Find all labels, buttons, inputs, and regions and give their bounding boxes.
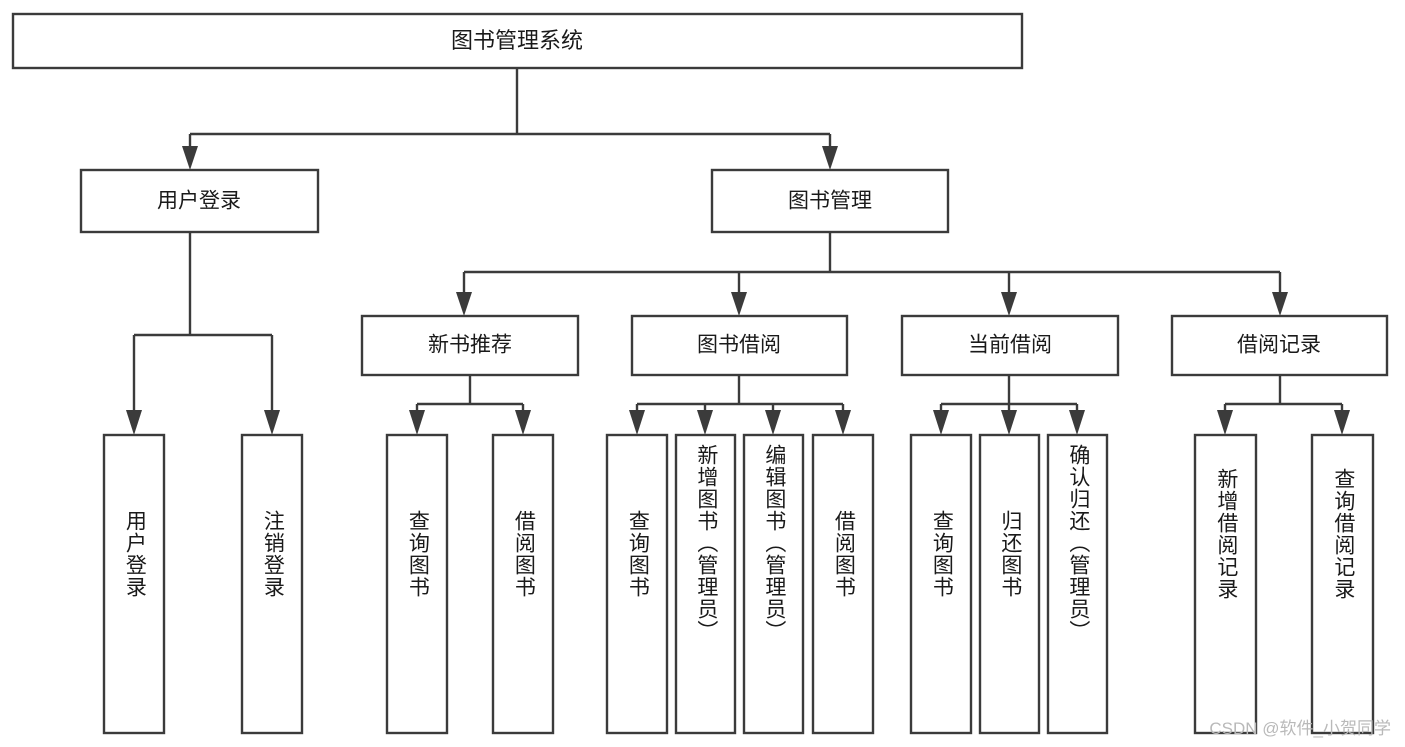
node-leaf-logout-box[interactable] [240, 433, 304, 735]
node-book-manage[interactable]: 图书管理 [710, 168, 950, 234]
node-current-borrow[interactable]: 当前借阅 [900, 314, 1120, 377]
arrow-head-book-borrow-leaf-4 [835, 410, 851, 435]
connector-group-root [182, 68, 838, 170]
node-leaf-bb-edit-box[interactable] [742, 433, 805, 735]
arrow-head-user-login-leaf-2 [264, 410, 280, 435]
arrow-head-book-borrow [731, 292, 747, 316]
node-leaf-bb-query-box[interactable] [605, 433, 669, 735]
node-book-borrow-box[interactable] [630, 314, 849, 377]
node-leaf-cb-confirm-box[interactable] [1046, 433, 1109, 735]
node-user-login[interactable]: 用户登录 [79, 168, 320, 234]
connector-group-user-login [126, 232, 280, 435]
node-leaf-cb-query-box[interactable] [909, 433, 973, 735]
arrow-head-current-borrow-leaf-3 [1069, 410, 1085, 435]
node-leaf-nb-borrow-box[interactable] [491, 433, 555, 735]
node-leaf-bb-add-box[interactable] [674, 433, 737, 735]
node-root-box[interactable] [11, 12, 1024, 70]
node-new-book-recommend-box[interactable] [360, 314, 580, 377]
node-book-borrow[interactable]: 图书借阅 [630, 314, 849, 377]
arrow-head-book-borrow-leaf-1 [629, 410, 645, 435]
leaf-boxes-current-borrow [909, 433, 1109, 735]
arrow-head-borrow-record-leaf-2 [1334, 410, 1350, 435]
node-user-login-label: 用户登录 [157, 190, 241, 213]
arrow-head-current-borrow-leaf-2 [1001, 410, 1017, 435]
node-borrow-record-label: 借阅记录 [1237, 334, 1321, 357]
node-new-book-recommend[interactable]: 新书推荐 [360, 314, 580, 377]
arrow-head-book-manage [822, 146, 838, 170]
node-book-manage-box[interactable] [710, 168, 950, 234]
arrow-head-borrow-record [1272, 292, 1288, 316]
node-leaf-user-login-box[interactable] [102, 433, 166, 735]
node-root-label: 图书管理系统 [451, 28, 583, 53]
connector-group-borrow-record [1217, 375, 1350, 435]
connector-group-new-book [409, 375, 531, 435]
arrow-head-borrow-record-leaf-1 [1217, 410, 1233, 435]
arrow-head-book-borrow-leaf-2 [697, 410, 713, 435]
node-root[interactable]: 图书管理系统 [11, 12, 1024, 70]
node-borrow-record-box[interactable] [1170, 314, 1389, 377]
connector-group-book-manage [456, 232, 1288, 316]
arrow-head-book-borrow-leaf-3 [765, 410, 781, 435]
leaf-boxes-user-login [102, 433, 304, 735]
node-borrow-record[interactable]: 借阅记录 [1170, 314, 1389, 377]
node-book-borrow-label: 图书借阅 [697, 334, 781, 357]
node-leaf-br-add-box[interactable] [1193, 433, 1258, 735]
arrow-head-current-borrow-leaf-1 [933, 410, 949, 435]
node-leaf-bb-borrow-box[interactable] [811, 433, 875, 735]
node-leaf-cb-return-box[interactable] [978, 433, 1041, 735]
leaf-boxes-book-borrow [605, 433, 875, 735]
node-leaf-br-query-box[interactable] [1310, 433, 1375, 735]
leaf-boxes-new-book-recommend [385, 433, 555, 735]
arrow-head-user-login-leaf-1 [126, 410, 142, 435]
node-book-manage-label: 图书管理 [788, 190, 872, 213]
connector-group-current-borrow [933, 375, 1085, 435]
csdn-watermark: CSDN @软件_小贺同学 [1209, 719, 1391, 738]
arrow-head-new-book [456, 292, 472, 316]
node-current-borrow-label: 当前借阅 [968, 334, 1052, 357]
connector-group-book-borrow [629, 375, 851, 435]
arrow-head-new-book-leaf-1 [409, 410, 425, 435]
node-leaf-nb-query-box[interactable] [385, 433, 449, 735]
node-user-login-box[interactable] [79, 168, 320, 234]
node-new-book-recommend-label: 新书推荐 [428, 334, 512, 357]
arrow-head-current-borrow [1001, 292, 1017, 316]
arrow-head-new-book-leaf-2 [515, 410, 531, 435]
node-current-borrow-box[interactable] [900, 314, 1120, 377]
leaf-boxes-borrow-record [1193, 433, 1375, 735]
arrow-head-user-login [182, 146, 198, 170]
